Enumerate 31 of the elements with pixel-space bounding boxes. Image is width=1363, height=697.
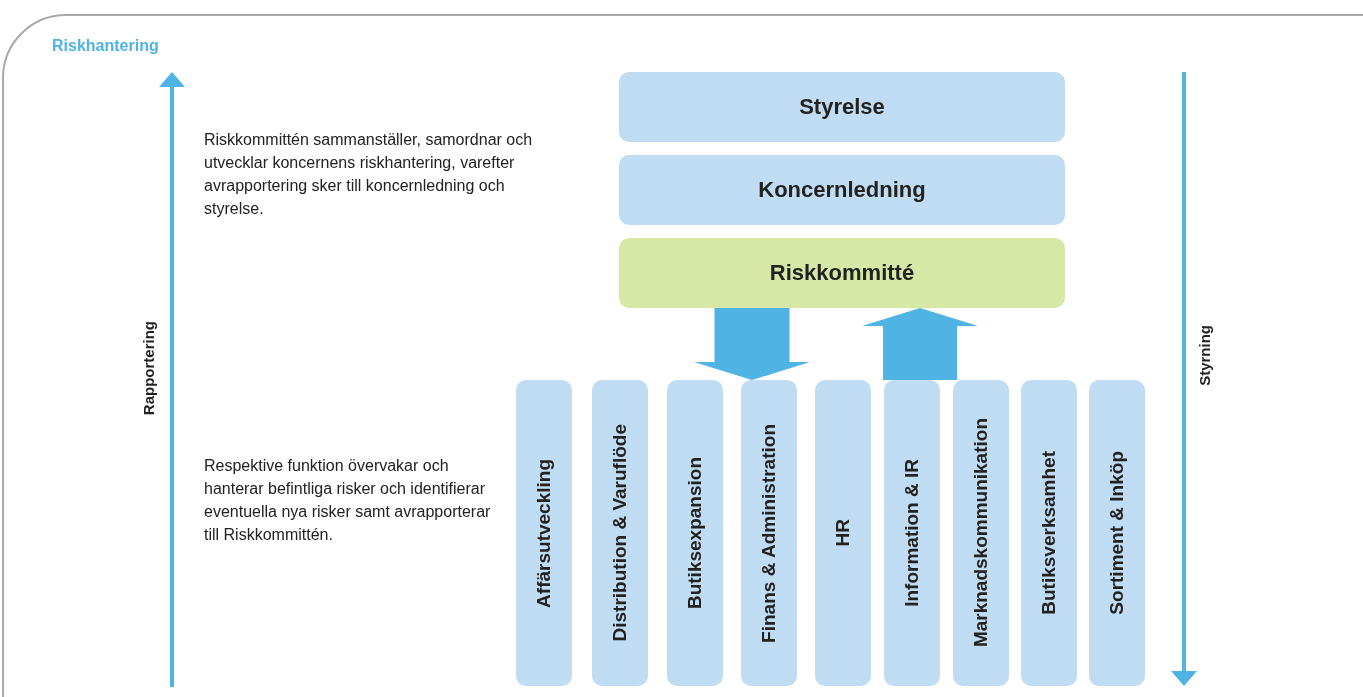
box-label: Styrelse (799, 94, 885, 120)
axis-label: Styrning (1196, 325, 1213, 386)
box-label: Affärsutveckling (533, 458, 555, 608)
box-label: HR (832, 519, 854, 547)
function-box (884, 380, 940, 686)
box-label: Riskkommitté (769, 260, 915, 286)
box-label: Koncernledning (758, 177, 926, 203)
block-arrow (862, 308, 978, 380)
axis-label: Rapportering (140, 321, 157, 416)
function-box (516, 380, 572, 686)
function-box (667, 380, 723, 686)
box-label: Marknadskommunikation (970, 418, 992, 648)
box-label: Butiksverksamhet (1038, 451, 1060, 615)
block-arrow (694, 308, 810, 380)
section-title: Riskhantering (52, 37, 159, 55)
org-box (619, 238, 1065, 308)
box-label: Sortiment & Inköp (1106, 451, 1128, 615)
box-label: Distribution & Varuflöde (609, 424, 631, 642)
function-box (953, 380, 1009, 686)
org-box (619, 155, 1065, 225)
function-box (741, 380, 797, 686)
box-label: Butiksexpansion (684, 456, 706, 609)
function-box (815, 380, 871, 686)
function-box (592, 380, 648, 686)
box-label: Finans & Administration (758, 423, 780, 643)
function-box (1021, 380, 1077, 686)
function-box (1089, 380, 1145, 686)
box-label: Information & IR (901, 459, 923, 607)
org-box (619, 72, 1065, 142)
note-text: Respektive funktion övervakar och hanterar befintliga risker och identifierar eventuella nya risker samt avrapporterar till Riskkommittén. (204, 456, 492, 545)
note-text: Riskkommittén sammanställer, samordnar och utvecklar koncernens riskhantering, varefter avrapportering sker till koncernledning och styrelse. (204, 130, 534, 219)
